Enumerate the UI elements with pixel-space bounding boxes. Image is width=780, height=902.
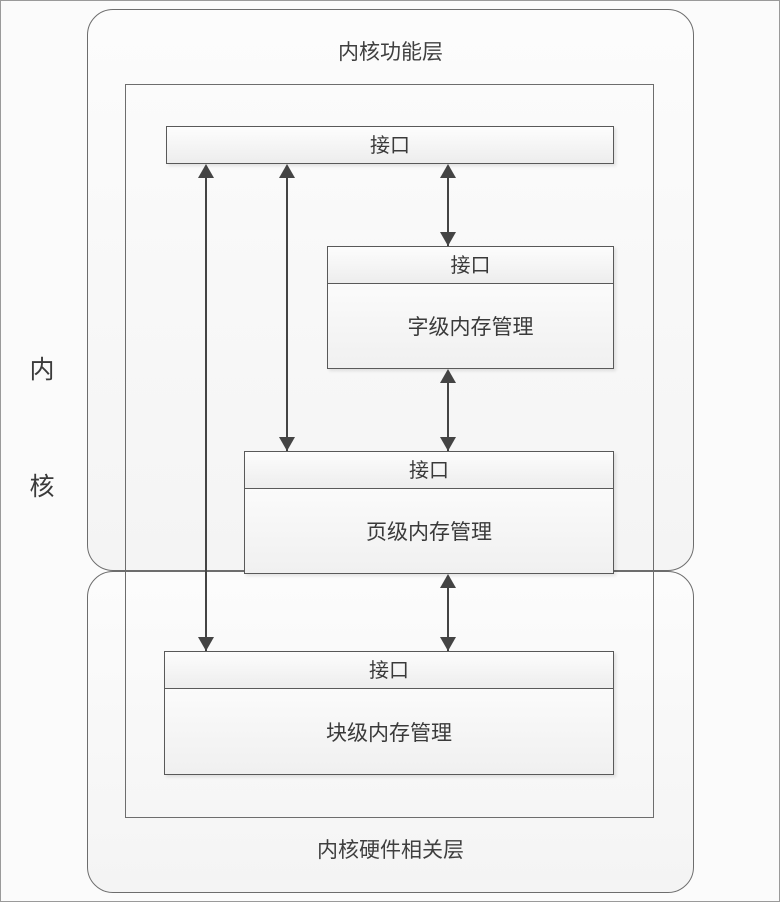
- connector-page-to-word: [447, 378, 449, 451]
- arrowhead-page-to-word-up: [440, 369, 456, 383]
- block-level-memory-box[interactable]: 接口 块级内存管理: [164, 651, 614, 775]
- arrowhead-page-to-top-up: [279, 164, 295, 178]
- page-level-memory-box[interactable]: 接口 页级内存管理: [244, 451, 614, 574]
- kernel-outer-label: 内 核: [11, 357, 73, 499]
- connector-block-to-top: [205, 173, 207, 651]
- arrowhead-block-to-page-up: [440, 574, 456, 588]
- block-level-interface-label: 接口: [165, 652, 613, 689]
- arrowhead-page-to-top-down: [279, 437, 295, 451]
- arrowhead-word-to-top-down: [440, 232, 456, 246]
- arrowhead-page-to-word-down: [440, 437, 456, 451]
- arrowhead-block-to-page-down: [440, 637, 456, 651]
- word-level-memory-label: 字级内存管理: [328, 284, 613, 368]
- arrowhead-block-to-top-down: [198, 637, 214, 651]
- kernel-label-char-1: 内: [29, 355, 55, 384]
- connector-block-to-page: [447, 583, 449, 651]
- connector-page-to-top: [286, 173, 288, 451]
- word-level-memory-box[interactable]: 接口 字级内存管理: [327, 246, 614, 369]
- top-interface-box[interactable]: 接口: [166, 126, 614, 164]
- arrowhead-word-to-top-up: [440, 164, 456, 178]
- arrowhead-block-to-top-up: [198, 164, 214, 178]
- memory-subsystem-frame: [125, 84, 654, 818]
- kernel-label-char-2: 核: [29, 472, 55, 501]
- connector-word-to-top: [447, 173, 449, 246]
- word-level-interface-label: 接口: [328, 247, 613, 284]
- page-level-memory-label: 页级内存管理: [245, 489, 613, 573]
- block-level-memory-label: 块级内存管理: [165, 689, 613, 774]
- page-level-interface-label: 接口: [245, 452, 613, 489]
- kernel-hardware-layer-title: 内核硬件相关层: [317, 838, 464, 862]
- top-interface-label: 接口: [167, 127, 613, 163]
- kernel-function-layer-title: 内核功能层: [338, 40, 443, 64]
